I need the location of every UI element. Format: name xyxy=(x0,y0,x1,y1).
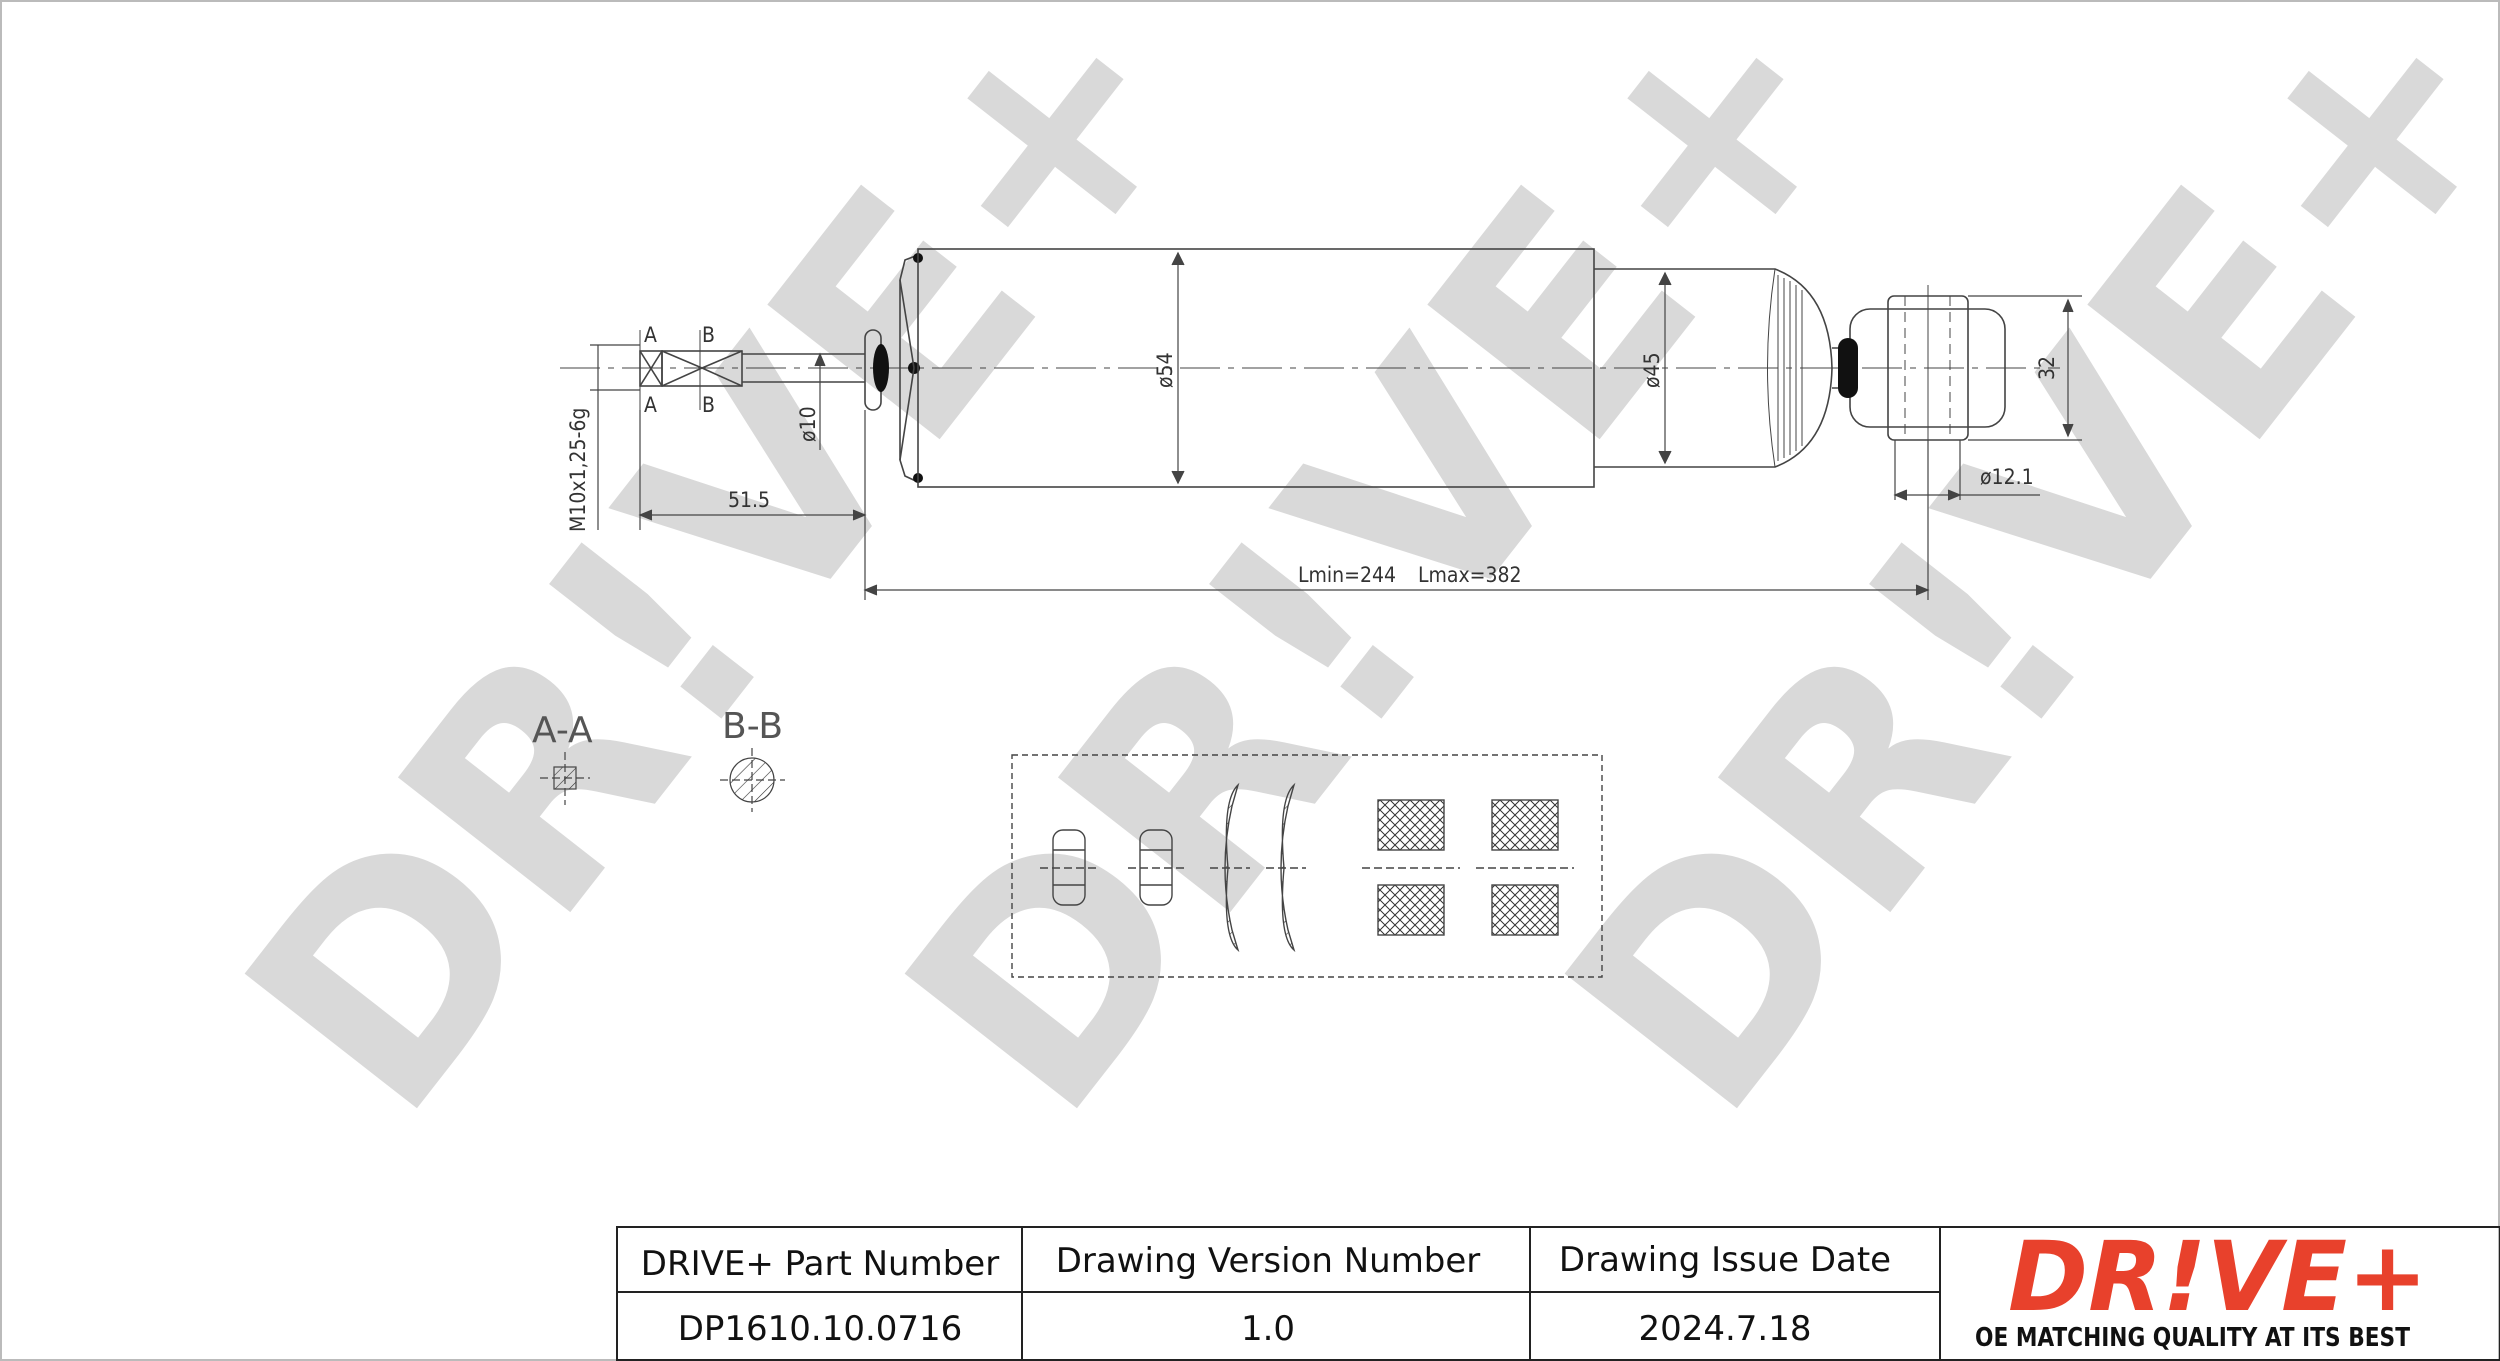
value-drawing-version: 1.0 xyxy=(1241,1309,1295,1349)
mark-b-bottom: B xyxy=(702,393,715,417)
value-issue-date: 2024.7.18 xyxy=(1638,1309,1811,1349)
stud-thread xyxy=(661,350,743,387)
dim-diameter-tube: ø45 xyxy=(1640,352,1664,388)
accessories-kit xyxy=(1011,754,1603,978)
title-block: DRIVE+ Part Number Drawing Version Numbe… xyxy=(616,1221,2500,1361)
damper-tube xyxy=(1594,268,1833,468)
header-drawing-version: Drawing Version Number xyxy=(1056,1241,1481,1281)
dim-thread-length: 51.5 xyxy=(728,488,770,512)
dim-eye-height: 32 xyxy=(2035,356,2059,380)
mark-a-bottom: A xyxy=(644,393,657,417)
section-views: A-A B-B xyxy=(532,706,785,812)
section-b-label: B-B xyxy=(722,706,783,747)
dimension-labels: ø54 ø45 ø10 M10x1,25-6g 51.5 32 ø12.1 Lm… xyxy=(566,323,2059,587)
brand-logo: DR!VE+ OE MATCHING QUALITY AT ITS BEST xyxy=(1975,1221,2428,1353)
dim-lmin: Lmin=244 xyxy=(1298,563,1396,587)
dim-thread: M10x1,25-6g xyxy=(566,408,590,532)
dim-eye-bore: ø12.1 xyxy=(1980,465,2034,489)
section-a-label: A-A xyxy=(532,710,593,751)
dim-diameter-rod: ø10 xyxy=(796,406,820,442)
header-part-number: DRIVE+ Part Number xyxy=(641,1244,999,1284)
logo-wordmark: DR!VE+ xyxy=(2008,1221,2428,1333)
value-part-number: DP1610.10.0716 xyxy=(678,1309,963,1349)
shock-absorber xyxy=(560,248,2060,500)
logo-tagline: OE MATCHING QUALITY AT ITS BEST xyxy=(1975,1323,2410,1353)
dim-diameter-body: ø54 xyxy=(1153,352,1177,388)
header-issue-date: Drawing Issue Date xyxy=(1559,1240,1891,1280)
mark-a-top: A xyxy=(644,323,657,347)
dim-lmax: Lmax=382 xyxy=(1418,563,1522,587)
damper-body xyxy=(917,248,1595,488)
mark-b-top: B xyxy=(702,323,715,347)
dimension-lines xyxy=(590,251,2082,600)
